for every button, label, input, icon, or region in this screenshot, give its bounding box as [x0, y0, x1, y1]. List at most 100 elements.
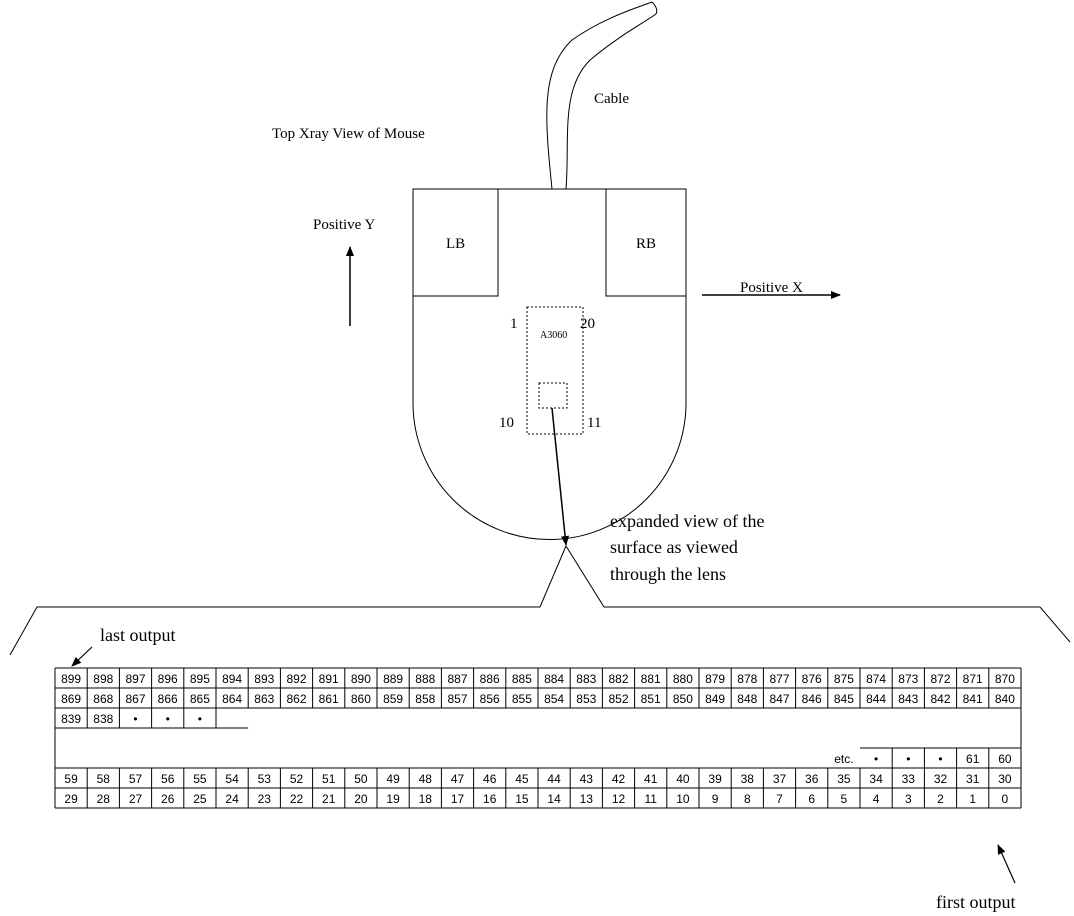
pixel-index-cell: 0 — [1002, 792, 1009, 806]
pixel-index-cell: 892 — [286, 672, 306, 686]
pixel-index-cell: 843 — [898, 692, 918, 706]
pixel-index-cell: 888 — [415, 672, 435, 686]
pixel-index-cell: 853 — [576, 692, 596, 706]
pixel-index-cell: 894 — [222, 672, 242, 686]
pixel-index-cell: 859 — [383, 692, 403, 706]
pixel-index-cell: 891 — [319, 672, 339, 686]
pixel-index-cell: 869 — [61, 692, 81, 706]
pixel-index-cell: 858 — [415, 692, 435, 706]
pixel-index-cell: 49 — [386, 772, 400, 786]
pixel-index-cell: 880 — [673, 672, 693, 686]
pixel-index-cell: 4 — [873, 792, 880, 806]
pixel-index-cell: 48 — [419, 772, 433, 786]
pixel-index-cell: 845 — [834, 692, 854, 706]
pixel-index-cell: 862 — [286, 692, 306, 706]
pixel-index-cell: 896 — [158, 672, 178, 686]
positive-x-label: Positive X — [740, 280, 803, 296]
pixel-index-cell: 31 — [966, 772, 980, 786]
pixel-index-cell: 10 — [676, 792, 690, 806]
pixel-index-cell: 884 — [544, 672, 564, 686]
pixel-index-cell: 25 — [193, 792, 207, 806]
pixel-index-cell: 849 — [705, 692, 725, 706]
pixel-index-cell: 44 — [547, 772, 561, 786]
cable-label: Cable — [594, 91, 629, 107]
pixel-index-cell: 42 — [612, 772, 626, 786]
pixel-index-cell: 865 — [190, 692, 210, 706]
pixel-index-cell: 23 — [258, 792, 272, 806]
pixel-index-cell: 40 — [676, 772, 690, 786]
grid-ellipsis-dot: • — [874, 752, 878, 766]
pixel-index-cell: 840 — [995, 692, 1015, 706]
pixel-index-cell: 874 — [866, 672, 886, 686]
pixel-index-cell: 864 — [222, 692, 242, 706]
pixel-index-cell: 46 — [483, 772, 497, 786]
expanded-view-line-2: surface as viewed — [610, 537, 738, 557]
pixel-index-cell: 50 — [354, 772, 368, 786]
pixel-index-cell: 60 — [998, 752, 1012, 766]
pixel-index-cell: 37 — [773, 772, 787, 786]
positive-y-label: Positive Y — [313, 217, 376, 233]
pixel-index-cell: 59 — [64, 772, 78, 786]
pixel-index-cell: 863 — [254, 692, 274, 706]
pixel-index-cell: 5 — [841, 792, 848, 806]
pixel-index-cell: 882 — [608, 672, 628, 686]
pixel-index-cell: 33 — [902, 772, 916, 786]
pixel-index-cell: 22 — [290, 792, 304, 806]
pixel-index-cell: 847 — [769, 692, 789, 706]
pixel-index-cell: 30 — [998, 772, 1012, 786]
expanded-view-line-1: expanded view of the — [610, 511, 764, 531]
left-button: LB — [412, 188, 499, 297]
pixel-index-cell: 24 — [225, 792, 239, 806]
sensor-chip: A3060 — [526, 306, 584, 435]
pixel-index-cell: 897 — [125, 672, 145, 686]
pixel-index-cell: 860 — [351, 692, 371, 706]
svg-text:RB: RB — [636, 236, 656, 252]
pixel-index-cell: 893 — [254, 672, 274, 686]
pixel-index-cell: 28 — [97, 792, 111, 806]
pixel-index-cell: 6 — [808, 792, 815, 806]
pixel-index-cell: 870 — [995, 672, 1015, 686]
pixel-index-cell: 877 — [769, 672, 789, 686]
lens-pointer-arrow — [551, 407, 570, 546]
grid-etc-label: etc. — [834, 752, 853, 766]
pixel-index-cell: 29 — [64, 792, 78, 806]
grid-ellipsis-dot: • — [133, 712, 137, 726]
pixel-index-cell: 17 — [451, 792, 465, 806]
pixel-index-cell: 9 — [712, 792, 719, 806]
pixel-index-cell: 43 — [580, 772, 594, 786]
pixel-index-cell: 867 — [125, 692, 145, 706]
first-output-label: first output — [936, 892, 1016, 912]
pixel-index-cell: 41 — [644, 772, 658, 786]
grid-ellipsis-dot: • — [166, 712, 170, 726]
pixel-index-cell: 16 — [483, 792, 497, 806]
pin-1-label: 1 — [510, 316, 518, 332]
pixel-index-cell: 889 — [383, 672, 403, 686]
cable — [546, 1, 658, 190]
pixel-index-cell: 846 — [802, 692, 822, 706]
pixel-index-cell: 32 — [934, 772, 948, 786]
pin-10-label: 10 — [499, 415, 514, 431]
pixel-index-cell: 841 — [963, 692, 983, 706]
pixel-index-cell: 56 — [161, 772, 175, 786]
pixel-index-cell: 876 — [802, 672, 822, 686]
pixel-index-cell: 898 — [93, 672, 113, 686]
pixel-index-cell: 883 — [576, 672, 596, 686]
pixel-index-cell: 866 — [158, 692, 178, 706]
pixel-index-cell: 19 — [386, 792, 400, 806]
expansion-brace — [9, 544, 1071, 656]
pixel-index-cell: 885 — [512, 672, 532, 686]
pixel-index-cell: 58 — [97, 772, 111, 786]
pixel-index-cell: 11 — [644, 792, 657, 806]
pixel-index-cell: 14 — [547, 792, 561, 806]
pixel-index-cell: 55 — [193, 772, 207, 786]
pin-11-label: 11 — [587, 415, 601, 431]
pixel-index-cell: 54 — [225, 772, 239, 786]
pixel-index-cell: 21 — [322, 792, 336, 806]
pixel-index-cell: 34 — [869, 772, 883, 786]
pixel-index-cell: 848 — [737, 692, 757, 706]
grid-ellipsis-dot: • — [938, 752, 942, 766]
right-button: RB — [605, 188, 687, 297]
pixel-index-cell: 854 — [544, 692, 564, 706]
